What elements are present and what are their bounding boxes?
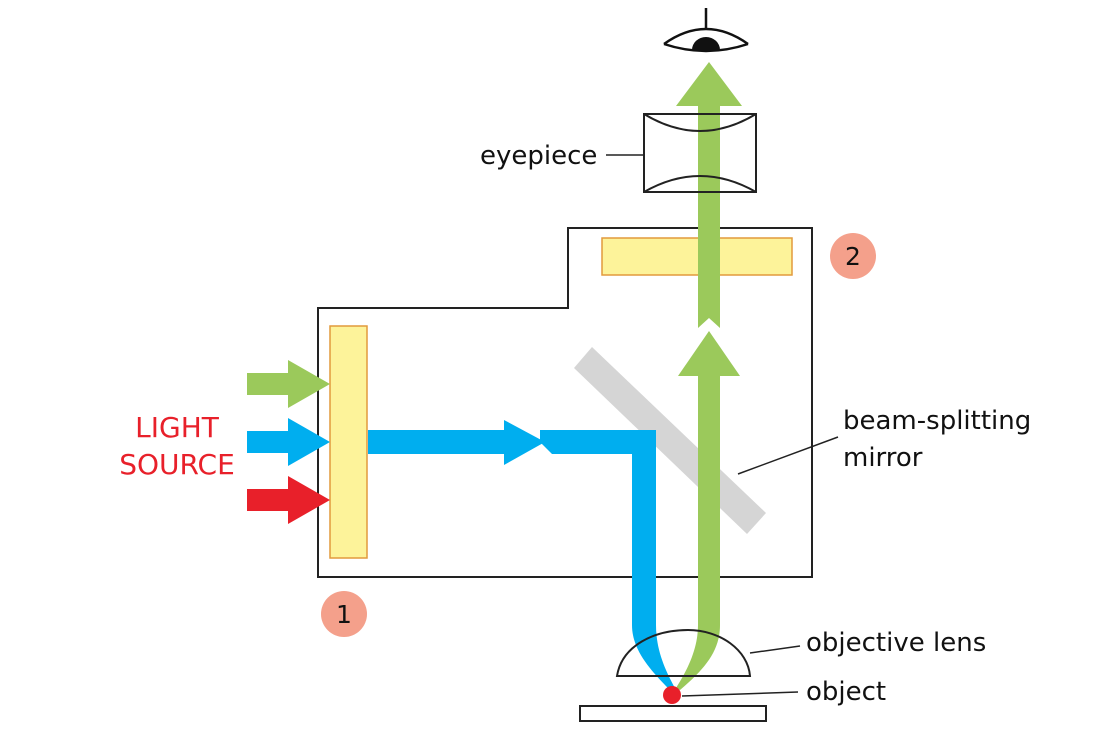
filter-1-number: 1 (336, 600, 352, 629)
objective-lens-leader-line (749, 645, 801, 654)
mirror-leader-line (737, 436, 839, 475)
blue-light-arrow (247, 418, 330, 466)
light-source-label-line2: SOURCE (119, 448, 235, 481)
light-source-label-line1: LIGHT (135, 411, 220, 444)
eye-icon (663, 8, 749, 53)
green-emission-beam-lower (676, 370, 720, 690)
microscope-housing (317, 227, 813, 578)
excitation-filter-1 (329, 325, 368, 559)
object-label: object (806, 677, 886, 707)
eyepiece (643, 113, 757, 193)
beam-splitting-label-line1: beam-splitting (843, 406, 1031, 436)
green-emission-beam-upper (698, 104, 720, 328)
objective-lens (615, 628, 752, 677)
green-emission-arrowhead-top (676, 62, 742, 106)
object-leader-line (681, 691, 799, 697)
eyepiece-label: eyepiece (480, 141, 597, 171)
green-emission-arrowhead-mid (678, 331, 740, 376)
beam-splitting-label-line2: mirror (843, 443, 923, 473)
objective-lens-label: objective lens (806, 628, 986, 658)
emission-filter-2 (601, 237, 793, 276)
red-light-arrow (247, 476, 330, 524)
green-light-arrow (247, 360, 330, 408)
filter-1-badge (321, 591, 367, 637)
blue-beam-source-segment (368, 430, 506, 454)
filter-2-badge (830, 233, 876, 279)
object-dot (663, 686, 681, 704)
filter-2-number: 2 (845, 242, 861, 271)
specimen-slide (579, 705, 767, 722)
blue-beam-arrowhead (504, 420, 545, 465)
blue-beam-reflected-path (540, 430, 676, 692)
